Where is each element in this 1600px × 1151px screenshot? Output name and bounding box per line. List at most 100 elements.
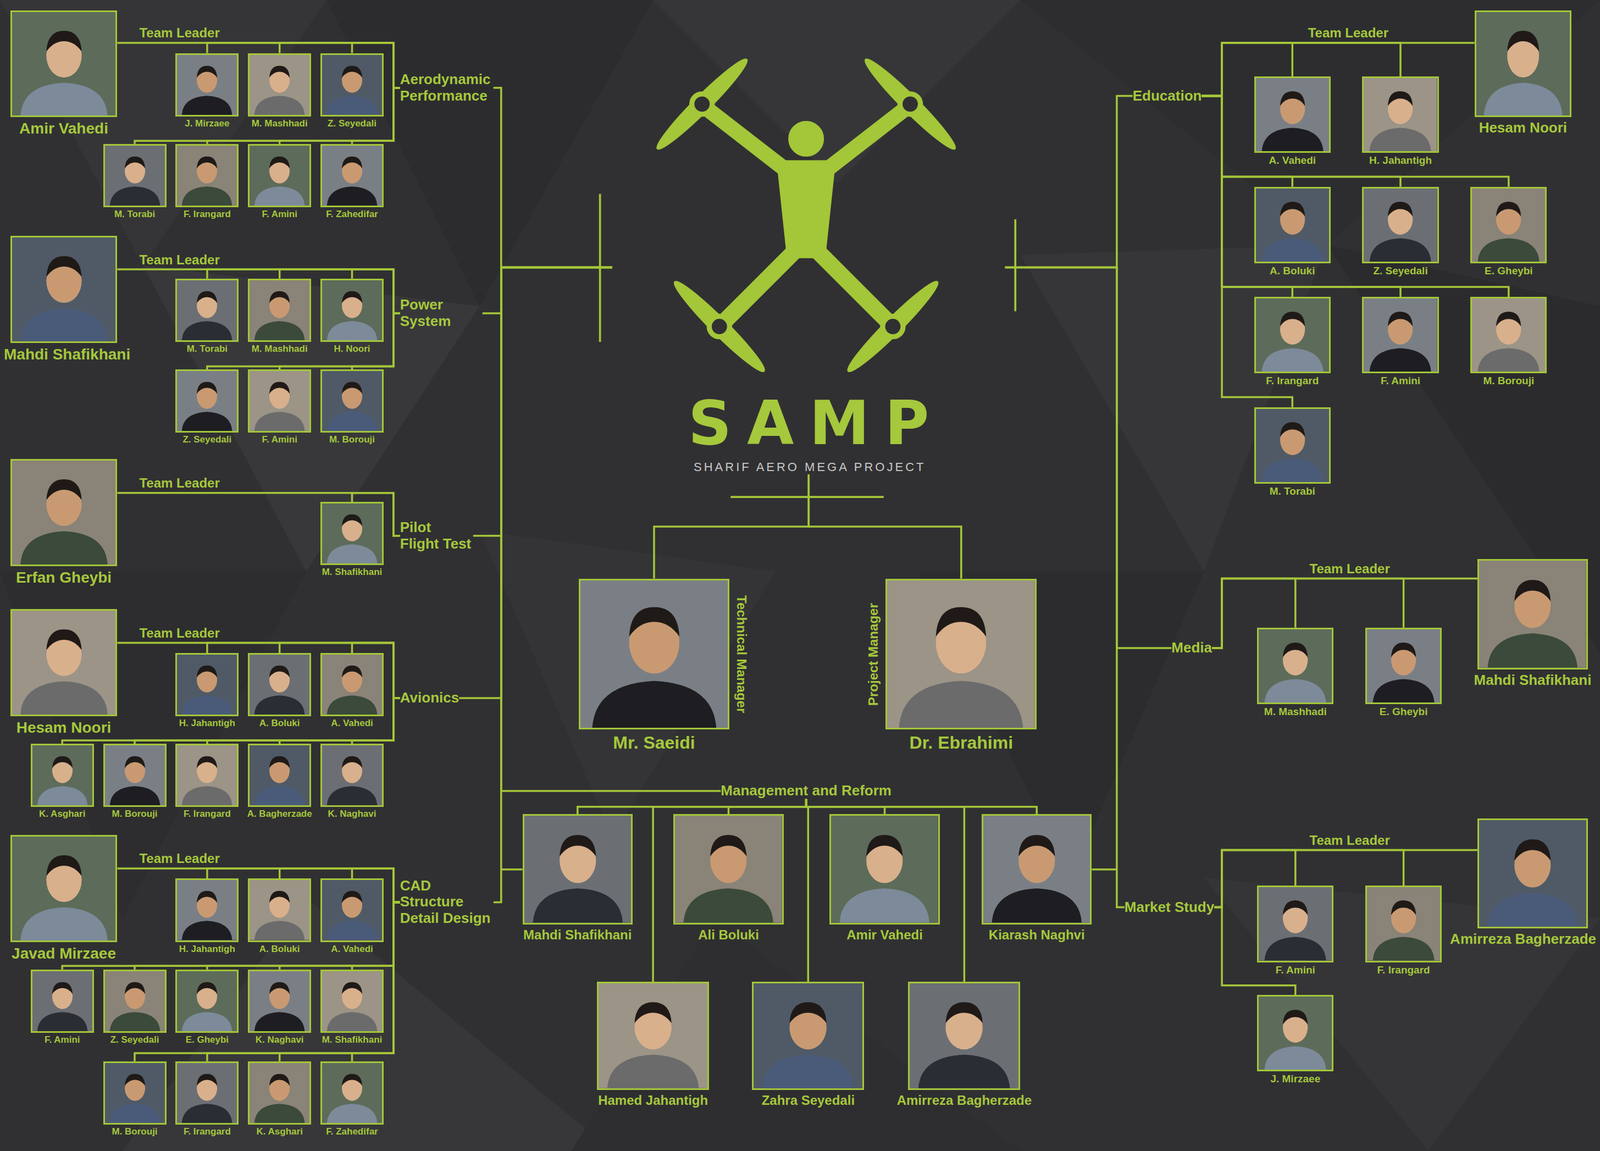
- member-name: H. Jahantigh: [1368, 154, 1433, 167]
- portrait-body: [1372, 678, 1435, 703]
- person-card: Hesam Noori: [10, 609, 118, 737]
- member-name: F. Zahedifar: [325, 1126, 379, 1138]
- portrait-photo: [1257, 994, 1334, 1072]
- portrait-ground: [598, 983, 708, 1089]
- portrait-hair: [269, 665, 290, 678]
- portrait-body: [327, 921, 378, 941]
- portrait-body: [181, 95, 233, 115]
- leader-name: Erfan Gheybi: [15, 568, 113, 587]
- portrait-hair: [196, 981, 218, 994]
- ground-facet: [571, 918, 1021, 1151]
- portrait-photo: [247, 1061, 312, 1125]
- portrait-body: [1369, 237, 1432, 262]
- portrait-figure: [249, 879, 310, 940]
- portrait-figure: [322, 503, 382, 564]
- person-card: M. Mashhadi: [1257, 627, 1334, 718]
- portrait-photo: [175, 652, 239, 717]
- bracket: [1014, 219, 1017, 312]
- person-card: Z. Seyedali: [103, 969, 167, 1046]
- team-name: Management and Reform: [720, 782, 892, 800]
- person-card: Mahdi Shafikhani: [522, 814, 634, 943]
- portrait-body: [1477, 237, 1540, 262]
- member-name: F. Amini: [43, 1034, 81, 1046]
- person-card: E. Gheybi: [1470, 186, 1547, 278]
- portrait-figure: [104, 145, 165, 206]
- portrait-hair: [1507, 30, 1539, 52]
- portrait-hair: [1496, 201, 1521, 217]
- portrait-hair: [341, 665, 363, 678]
- member-name: H. Jahantigh: [178, 943, 236, 955]
- portrait-ground: [104, 745, 165, 806]
- member-name: K. Naghavi: [255, 1034, 305, 1046]
- portrait-ground: [249, 371, 310, 431]
- person-card: A. Vahedi: [320, 652, 384, 729]
- portrait-photo: [103, 743, 167, 807]
- portrait-photo: [247, 369, 312, 433]
- motor: [709, 316, 730, 337]
- portrait-ground: [104, 145, 165, 206]
- member-name: K. Asghari: [38, 808, 86, 820]
- portrait-body: [1369, 128, 1432, 152]
- portrait-figure: [524, 815, 632, 923]
- portrait-body: [181, 1011, 233, 1032]
- portrait-ground: [249, 54, 310, 115]
- connector: [493, 87, 613, 268]
- person-card: E. Gheybi: [175, 969, 239, 1046]
- edge-label: Team Leader: [139, 252, 220, 268]
- portrait-photo: [1362, 296, 1439, 374]
- portrait-hair: [341, 756, 363, 769]
- portrait-body: [109, 186, 160, 206]
- portrait-figure: [176, 879, 237, 940]
- member-name: Ali Boluki: [697, 927, 760, 943]
- portrait-figure: [1255, 78, 1330, 152]
- portrait-figure: [1363, 78, 1437, 152]
- portrait-ground: [176, 879, 237, 940]
- person-card: F. Amini: [30, 969, 94, 1046]
- portrait-ground: [1366, 629, 1441, 703]
- person-card: M. Shafikhani: [320, 501, 384, 578]
- portrait-ground: [1255, 188, 1330, 262]
- portrait-figure: [176, 1063, 237, 1123]
- portrait-ground: [176, 145, 237, 206]
- portrait-figure: [1258, 996, 1332, 1070]
- member-name: E. Gheybi: [1379, 705, 1429, 718]
- person-card: A. Vahedi: [1254, 76, 1331, 167]
- portrait-hair: [46, 855, 82, 877]
- person-card: K. Naghavi: [320, 743, 384, 820]
- portrait-photo: [522, 814, 634, 925]
- portrait-body: [1261, 237, 1323, 262]
- portrait-photo: [247, 969, 312, 1033]
- portrait-body: [254, 95, 306, 115]
- member-name: A. Boluki: [258, 717, 301, 729]
- portrait-figure: [176, 145, 237, 206]
- portrait-body: [181, 921, 233, 941]
- portrait-hair: [1280, 201, 1305, 217]
- portrait-figure: [580, 580, 729, 729]
- portrait-ground: [322, 280, 382, 341]
- portrait-figure: [249, 1063, 310, 1123]
- portrait-figure: [12, 836, 116, 941]
- portrait-body: [1264, 678, 1327, 703]
- person-card: F. Irangard: [1254, 296, 1331, 387]
- portrait-hair: [341, 381, 363, 395]
- person-card: H. Jahantigh: [175, 652, 239, 729]
- ground-facet: [1204, 877, 1600, 1151]
- portrait-body: [683, 888, 774, 923]
- portrait-body: [1264, 937, 1327, 961]
- person-card: A. Boluki: [247, 878, 312, 955]
- portrait-ground: [176, 1063, 237, 1123]
- team-name-box: Pilot Flight Test: [400, 519, 474, 553]
- portrait-body: [1261, 458, 1323, 483]
- member-name: F. Irangard: [1376, 964, 1431, 977]
- portrait-hair: [1282, 642, 1308, 658]
- portrait-photo: [829, 814, 940, 925]
- portrait-hair: [196, 156, 218, 169]
- portrait-hair: [196, 381, 218, 395]
- person-card: M. Torabi: [1254, 407, 1331, 498]
- person-card: A. Bagherzade: [246, 743, 313, 820]
- person-card: Amirreza Bagherzade: [896, 981, 1033, 1108]
- portrait-figure: [1366, 887, 1441, 961]
- person-card: M. Mashhadi: [247, 278, 312, 355]
